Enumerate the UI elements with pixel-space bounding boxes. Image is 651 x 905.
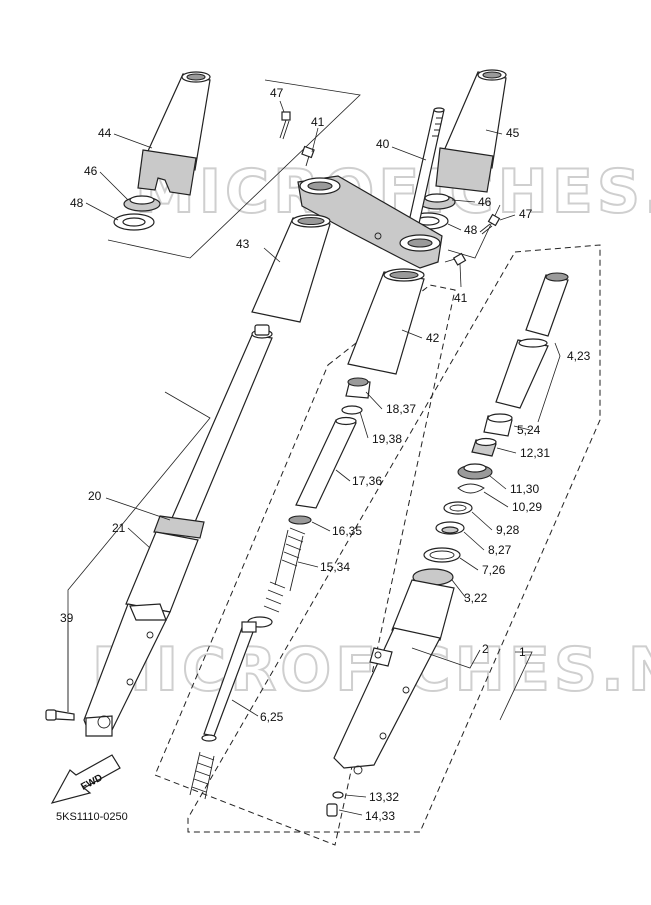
bushing-12: [471, 437, 497, 457]
callout-19-38: 19,38: [372, 432, 402, 446]
callout-12-31: 12,31: [520, 446, 550, 460]
callout-45: 45: [506, 126, 520, 140]
callout-8-27: 8,27: [488, 543, 512, 557]
rubber-seat-46-right: [418, 193, 456, 210]
callout-41: 41: [454, 291, 468, 305]
callout-40: 40: [376, 137, 390, 151]
group-bracket-upper: [107, 79, 361, 259]
spacer-17: [295, 416, 357, 509]
callout-11-30: 11,30: [510, 482, 539, 496]
callout-1: 1: [519, 645, 526, 659]
fork-cover-45: [435, 69, 507, 193]
washer-9: [443, 501, 473, 515]
callout-16-35: 16,35: [332, 524, 362, 538]
callout-44: 44: [98, 126, 112, 140]
callout-41: 41: [311, 115, 325, 129]
callout-46: 46: [84, 164, 98, 178]
inner-tube-4: [495, 272, 569, 409]
fork-cover-44: [137, 71, 211, 196]
group-box-internals: [154, 284, 456, 846]
cap-bolt-18: [345, 377, 371, 399]
bolt-14: [326, 803, 338, 817]
bushing-5: [483, 413, 513, 437]
callout-39: 39: [60, 611, 74, 625]
clip-10: [457, 483, 485, 494]
outer-tube-43: [251, 214, 331, 323]
bolt-39: [45, 709, 75, 721]
callout-20: 20: [88, 489, 102, 503]
leader-lines: [67, 100, 561, 816]
callout-17-36: 17,36: [352, 474, 382, 488]
o-ring-19: [341, 405, 363, 415]
washer-16: [288, 515, 312, 525]
callout-47: 47: [270, 86, 284, 100]
callout-42: 42: [426, 331, 440, 345]
bolt-41-upper: [301, 145, 315, 167]
damper-rod-6: [189, 621, 257, 800]
bolt-41-lower: [444, 252, 467, 266]
callout-3-22: 3,22: [464, 591, 488, 605]
bolt-47-left: [279, 111, 291, 140]
gasket-13: [332, 791, 344, 799]
bolt-47-right: [479, 213, 501, 235]
diagram-code: 5KS1110-0250: [56, 811, 128, 823]
callout-14-33: 14,33: [365, 809, 395, 823]
washer-7: [423, 547, 461, 563]
spring-15: [263, 527, 306, 613]
group-box-right-assembly: [187, 244, 601, 833]
callout-18-37: 18,37: [386, 402, 416, 416]
fork-leg-left-20: [83, 324, 273, 737]
callout-13-32: 13,32: [369, 790, 399, 804]
dust-seal-8: [435, 521, 465, 535]
callout-21: 21: [112, 521, 126, 535]
callout-2: 2: [482, 642, 489, 656]
callout-9-28: 9,28: [496, 523, 520, 537]
callout-48: 48: [464, 223, 478, 237]
callout-4-23: 4,23: [567, 349, 591, 363]
outer-tube-42: [347, 268, 425, 375]
callout-6-25: 6,25: [260, 710, 284, 724]
callout-46: 46: [478, 195, 492, 209]
callout-7-26: 7,26: [482, 563, 506, 577]
callout-labels: 47 41 40 44 45 46 46 48 48 47 43 41 42 4…: [60, 86, 591, 823]
callout-48: 48: [70, 196, 84, 210]
callout-43: 43: [236, 237, 250, 251]
callout-15-34: 15,34: [320, 560, 350, 574]
lower-bracket: [297, 175, 443, 269]
callout-47: 47: [519, 207, 533, 221]
washer-48-left: [113, 213, 155, 231]
rubber-seat-46-left: [123, 195, 161, 212]
oil-seal-11: [457, 463, 493, 480]
fwd-arrow-icon: FWD: [50, 754, 121, 804]
callout-5-24: 5,24: [517, 423, 541, 437]
outer-tube-3: [333, 568, 455, 775]
callout-10-29: 10,29: [512, 500, 542, 514]
